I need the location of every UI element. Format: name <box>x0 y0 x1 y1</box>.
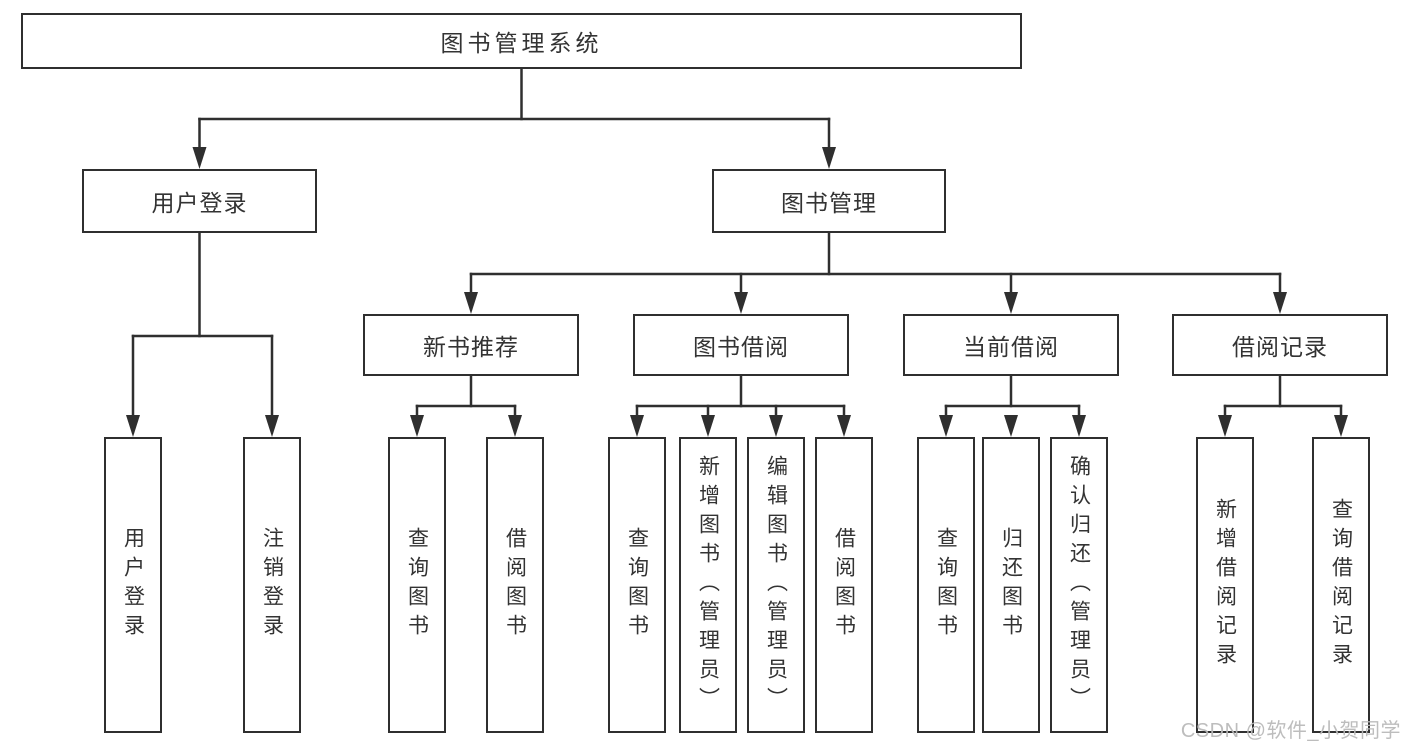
node-leaf-add-borrow-record-label: 新增借阅记录 <box>1213 498 1237 672</box>
node-new-book-recommend-label: 新书推荐 <box>423 334 519 360</box>
node-leaf-borrow-books-recommend-label: 借阅图书 <box>503 527 527 643</box>
node-leaf-borrow-books-recommend: 借阅图书 <box>486 437 544 733</box>
node-user-login: 用户登录 <box>82 169 317 233</box>
node-book-borrowing-label: 图书借阅 <box>693 334 789 360</box>
node-leaf-return-books: 归还图书 <box>982 437 1040 733</box>
node-book-borrowing: 图书借阅 <box>633 314 849 376</box>
node-leaf-edit-books-admin-label: 编辑图书（管理员） <box>764 454 788 716</box>
node-leaf-user-login-label: 用户登录 <box>121 527 145 643</box>
node-leaf-query-books-recommend: 查询图书 <box>388 437 446 733</box>
node-borrow-records-label: 借阅记录 <box>1232 334 1328 360</box>
node-leaf-borrow-books-label: 借阅图书 <box>832 527 856 643</box>
node-leaf-query-books-borrow-label: 查询图书 <box>625 527 649 643</box>
node-book-management: 图书管理 <box>712 169 946 233</box>
node-leaf-confirm-return-admin: 确认归还（管理员） <box>1050 437 1108 733</box>
node-current-borrowing: 当前借阅 <box>903 314 1119 376</box>
node-leaf-logout-label: 注销登录 <box>260 527 284 643</box>
node-leaf-query-books-current-label: 查询图书 <box>934 527 958 643</box>
node-leaf-return-books-label: 归还图书 <box>999 527 1023 643</box>
node-leaf-add-books-admin: 新增图书（管理员） <box>679 437 737 733</box>
node-leaf-borrow-books: 借阅图书 <box>815 437 873 733</box>
node-leaf-query-books-borrow: 查询图书 <box>608 437 666 733</box>
watermark: CSDN @软件_小贺同学 <box>1180 720 1401 742</box>
node-book-management-label: 图书管理 <box>781 190 877 216</box>
node-leaf-query-books-current: 查询图书 <box>917 437 975 733</box>
node-leaf-logout: 注销登录 <box>243 437 301 733</box>
node-user-login-label: 用户登录 <box>151 190 248 216</box>
node-leaf-confirm-return-admin-label: 确认归还（管理员） <box>1067 454 1091 716</box>
node-leaf-add-books-admin-label: 新增图书（管理员） <box>696 454 720 716</box>
node-root: 图书管理系统 <box>21 13 1022 69</box>
node-new-book-recommend: 新书推荐 <box>363 314 579 376</box>
node-leaf-query-borrow-record-label: 查询借阅记录 <box>1329 498 1353 672</box>
node-root-label: 图书管理系统 <box>440 30 603 56</box>
node-leaf-add-borrow-record: 新增借阅记录 <box>1196 437 1254 733</box>
node-borrow-records: 借阅记录 <box>1172 314 1388 376</box>
node-leaf-query-books-recommend-label: 查询图书 <box>405 527 429 643</box>
node-leaf-edit-books-admin: 编辑图书（管理员） <box>747 437 805 733</box>
node-leaf-user-login: 用户登录 <box>104 437 162 733</box>
node-leaf-query-borrow-record: 查询借阅记录 <box>1312 437 1370 733</box>
node-current-borrowing-label: 当前借阅 <box>963 334 1059 360</box>
